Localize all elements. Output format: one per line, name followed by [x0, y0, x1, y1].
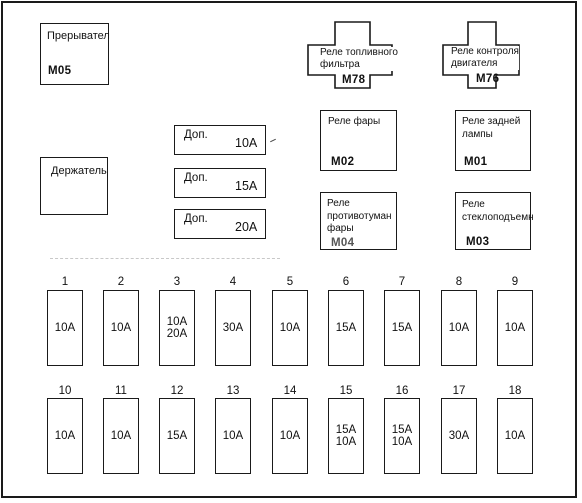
relay-m02-code: M02 [331, 156, 355, 168]
fuse-amp: 15A [391, 322, 413, 334]
fuse-number: 5 [286, 276, 294, 288]
fuse-amp: 10A [110, 430, 132, 442]
spare-fuse-label: Доп. [184, 129, 208, 141]
fuse-amp: 15A [166, 430, 188, 442]
fuse-number: 9 [511, 276, 519, 288]
fuse-number: 16 [395, 385, 409, 397]
fuse-10: 10A [47, 398, 83, 474]
fuse-6: 15A [328, 290, 364, 366]
fuse-amp: 15A [335, 322, 357, 334]
fuse-16: 15A 10A [384, 398, 420, 474]
fuse-1: 10A [47, 290, 83, 366]
fuse-14: 10A [272, 398, 308, 474]
spare-fuse-amp: 15A [235, 179, 258, 193]
fuse-number: 18 [508, 385, 522, 397]
fuse-15: 15A 10A [328, 398, 364, 474]
fuse-8: 10A [441, 290, 477, 366]
fuse-box-frame [1, 1, 577, 498]
fuse-17: 30A [441, 398, 477, 474]
relay-m04-label: Реле противотуман фары [327, 198, 392, 234]
spare-fuse-label: Доп. [184, 172, 208, 184]
fuse-amp: 15A 10A [391, 424, 413, 448]
spare-fuse-10a: Доп. 10A [174, 125, 266, 155]
fuse-number: 3 [173, 276, 181, 288]
relay-m03-label: Реле стеклоподъемн [462, 199, 534, 223]
divider-dashed [50, 258, 280, 259]
fuse-number: 4 [229, 276, 237, 288]
fuse-5: 10A [272, 290, 308, 366]
holder-label: Держатель [51, 165, 107, 177]
relay-m05: Прерывател M05 [40, 23, 110, 85]
relay-m01-code: M01 [464, 156, 488, 168]
fuse-amp: 10A [504, 322, 526, 334]
fuse-amp: 30A [448, 430, 470, 442]
fuse-number: 7 [398, 276, 406, 288]
spare-fuse-15a: Доп. 15A [174, 168, 266, 198]
fuse-3: 10A 20A [159, 290, 195, 366]
relay-m76-label: Реле контроля двигателя [451, 46, 519, 70]
spare-fuse-amp: 20A [235, 220, 258, 234]
relay-m78-label: Реле топливного фильтра [320, 47, 398, 71]
relay-m01-label: Реле задней лампы [462, 116, 521, 140]
fuse-amp: 15A 10A [335, 424, 357, 448]
fuse-4: 30A [215, 290, 251, 366]
fuse-amp: 10A 20A [166, 316, 188, 340]
fuse-amp: 10A [448, 322, 470, 334]
relay-m02: Реле фары M02 [320, 110, 397, 171]
fuse-number: 10 [58, 385, 72, 397]
fuse-amp: 10A [504, 430, 526, 442]
fuse-number: 6 [342, 276, 350, 288]
fuse-9: 10A [497, 290, 533, 366]
relay-m04: M04 Реле противотуман фары [320, 192, 397, 250]
fuse-number: 14 [283, 385, 297, 397]
fuse-number: 13 [226, 385, 240, 397]
fuse-number: 11 [115, 385, 127, 397]
relay-m05-label: Прерывател [47, 30, 110, 42]
fuse-number: 8 [455, 276, 463, 288]
fuse-amp: 10A [222, 430, 244, 442]
relay-m78-code: M78 [342, 74, 366, 86]
fuse-amp: 10A [279, 430, 301, 442]
relay-m04-code: M04 [331, 237, 355, 249]
fuse-number: 12 [170, 385, 184, 397]
relay-m03: Реле стеклоподъемн M03 [455, 192, 534, 250]
fuse-amp: 10A [54, 322, 76, 334]
fuse-amp: 30A [222, 322, 244, 334]
fuse-2: 10A [103, 290, 139, 366]
fuse-number: 17 [452, 385, 466, 397]
relay-m76-code: M76 [476, 73, 500, 85]
fuse-number: 2 [117, 276, 125, 288]
fuse-number: 1 [61, 276, 69, 288]
fuse-11: 10A [103, 398, 139, 474]
fuse-amp: 10A [279, 322, 301, 334]
relay-m03-code: M03 [466, 236, 490, 248]
fuse-12: 15A [159, 398, 195, 474]
fuse-number: 15 [339, 385, 353, 397]
fuse-18: 10A [497, 398, 533, 474]
relay-m05-code: M05 [48, 65, 72, 77]
spare-fuse-label: Доп. [184, 213, 208, 225]
spare-fuse-amp: 10A [235, 136, 258, 150]
fuse-amp: 10A [110, 322, 132, 334]
fuse-amp: 10A [54, 430, 76, 442]
relay-m02-label: Реле фары [328, 116, 381, 127]
spare-fuse-20a: Доп. 20A [174, 209, 266, 239]
relay-m01: Реле задней лампы M01 [455, 110, 531, 171]
fuse-13: 10A [215, 398, 251, 474]
fuse-7: 15A [384, 290, 420, 366]
holder: Держатель [40, 157, 108, 215]
